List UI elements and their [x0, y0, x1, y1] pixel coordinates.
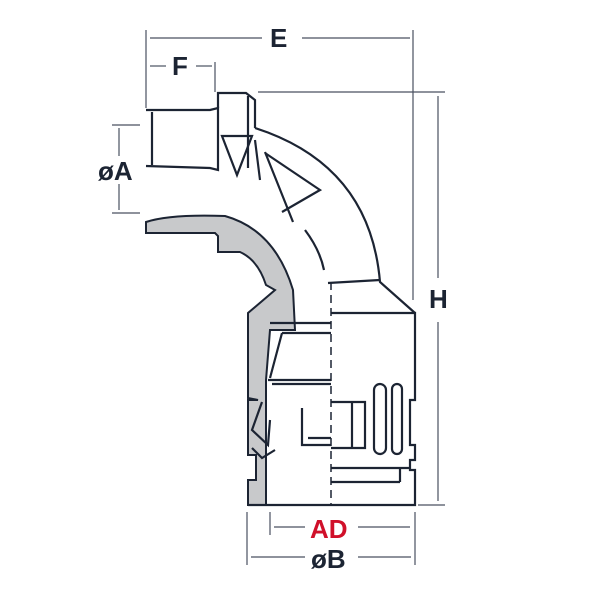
dimension-a-label: øA	[98, 156, 133, 186]
dimension-e-label: E	[270, 23, 288, 53]
dimension-ad-label: AD	[310, 514, 348, 544]
dimension-lines	[112, 30, 445, 565]
dimension-b-label: øB	[311, 544, 346, 574]
dimension-f-label: F	[172, 51, 188, 81]
dimension-h-label: H	[429, 284, 448, 314]
cross-section-fill	[145, 214, 297, 506]
fitting-outline	[145, 91, 417, 507]
